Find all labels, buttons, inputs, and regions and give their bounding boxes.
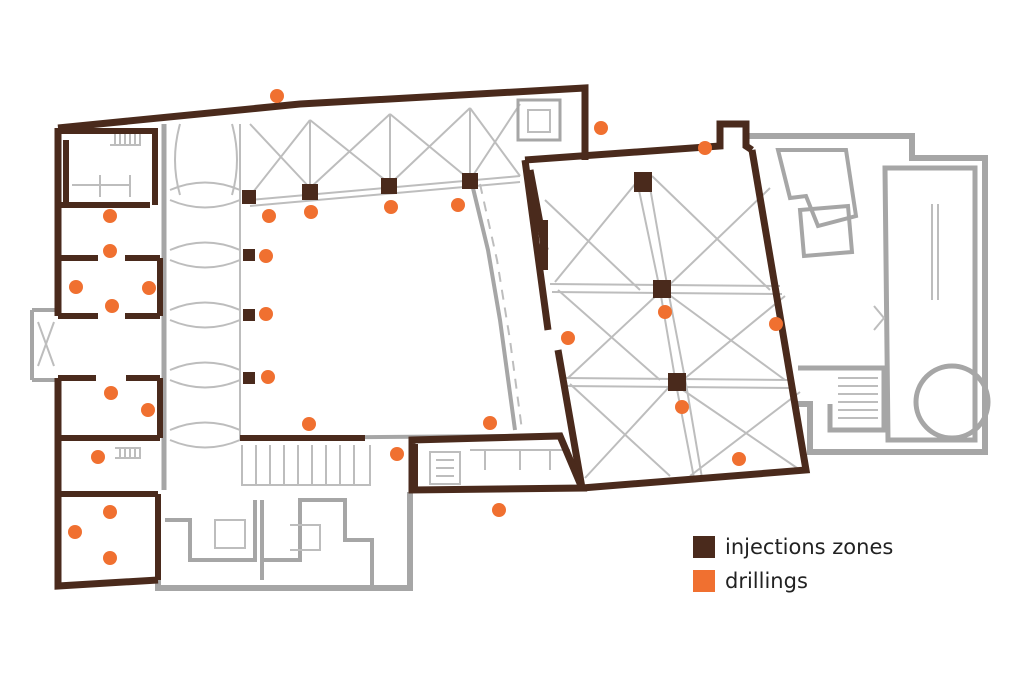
drilling [103, 209, 117, 223]
legend-label: drillings [725, 569, 808, 593]
drilling [103, 244, 117, 258]
injection-zone [58, 128, 158, 134]
drilling [103, 505, 117, 519]
injection-zone [243, 249, 255, 261]
drilling [451, 198, 465, 212]
drilling [262, 209, 276, 223]
drilling [259, 249, 273, 263]
drilling [141, 403, 155, 417]
west-wing-details [72, 98, 570, 485]
drilling [675, 400, 689, 414]
drilling [483, 416, 497, 430]
drilling [732, 452, 746, 466]
legend-item-injection-zones: injections zones [693, 530, 993, 564]
legend-label: injections zones [725, 535, 894, 559]
drilling [594, 121, 608, 135]
structural-walls [54, 84, 811, 590]
drilling [492, 503, 506, 517]
drilling [261, 370, 275, 384]
cloister-vaulting [30, 103, 523, 490]
injection-zones [58, 128, 686, 488]
south-block-walls [155, 492, 413, 591]
drilling [561, 331, 575, 345]
drilling [105, 299, 119, 313]
legend-item-drillings: drillings [693, 564, 993, 598]
injection-zone [653, 280, 671, 298]
drilling [390, 447, 404, 461]
drillings [68, 89, 783, 565]
injection-zone [381, 178, 397, 194]
drilling [769, 317, 783, 331]
drilling-swatch [693, 570, 715, 592]
injection-zone [243, 372, 255, 384]
drilling [259, 307, 273, 321]
legend: injections zones drillings [693, 530, 993, 598]
drilling [91, 450, 105, 464]
east-annex-walls [748, 133, 991, 455]
drilling [302, 417, 316, 431]
injection-zone [634, 172, 652, 192]
injection-zone [242, 190, 256, 204]
drilling [270, 89, 284, 103]
drilling [104, 386, 118, 400]
injection-zone [462, 173, 478, 189]
injection-zone [302, 184, 318, 200]
injection-zone [668, 373, 686, 391]
injection-zone [412, 444, 418, 488]
injection-zone-swatch [693, 536, 715, 558]
drilling [304, 205, 318, 219]
drilling [68, 525, 82, 539]
drilling [103, 551, 117, 565]
drilling [698, 141, 712, 155]
drilling [69, 280, 83, 294]
drilling [142, 281, 156, 295]
drilling [658, 305, 672, 319]
drilling [384, 200, 398, 214]
injection-zone [540, 220, 548, 270]
injection-zone [243, 309, 255, 321]
